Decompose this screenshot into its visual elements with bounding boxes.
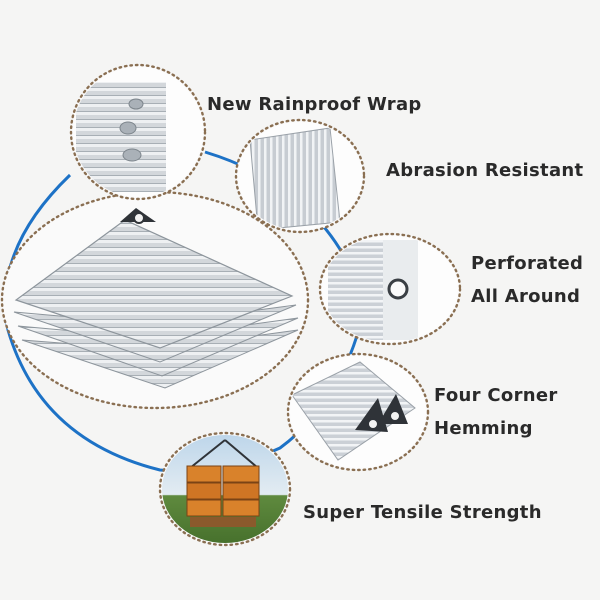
abrasion-bubble: [234, 118, 366, 234]
feature-label-rainproof: New Rainproof Wrap: [207, 94, 422, 115]
feature-label-hemming: Four Corner Hemming: [434, 385, 558, 439]
feature-label-tensile: Super Tensile Strength: [303, 502, 542, 523]
perforated-bubble: [318, 232, 462, 346]
feature-label-abrasion: Abrasion Resistant: [386, 160, 584, 181]
feature-label-perforated: Perforated All Around: [471, 253, 584, 307]
main-tarp-bubble: [0, 190, 310, 410]
tensile-bubble: [158, 431, 292, 547]
hemming-bubble: [286, 352, 430, 472]
rainproof-bubble: [69, 63, 207, 201]
